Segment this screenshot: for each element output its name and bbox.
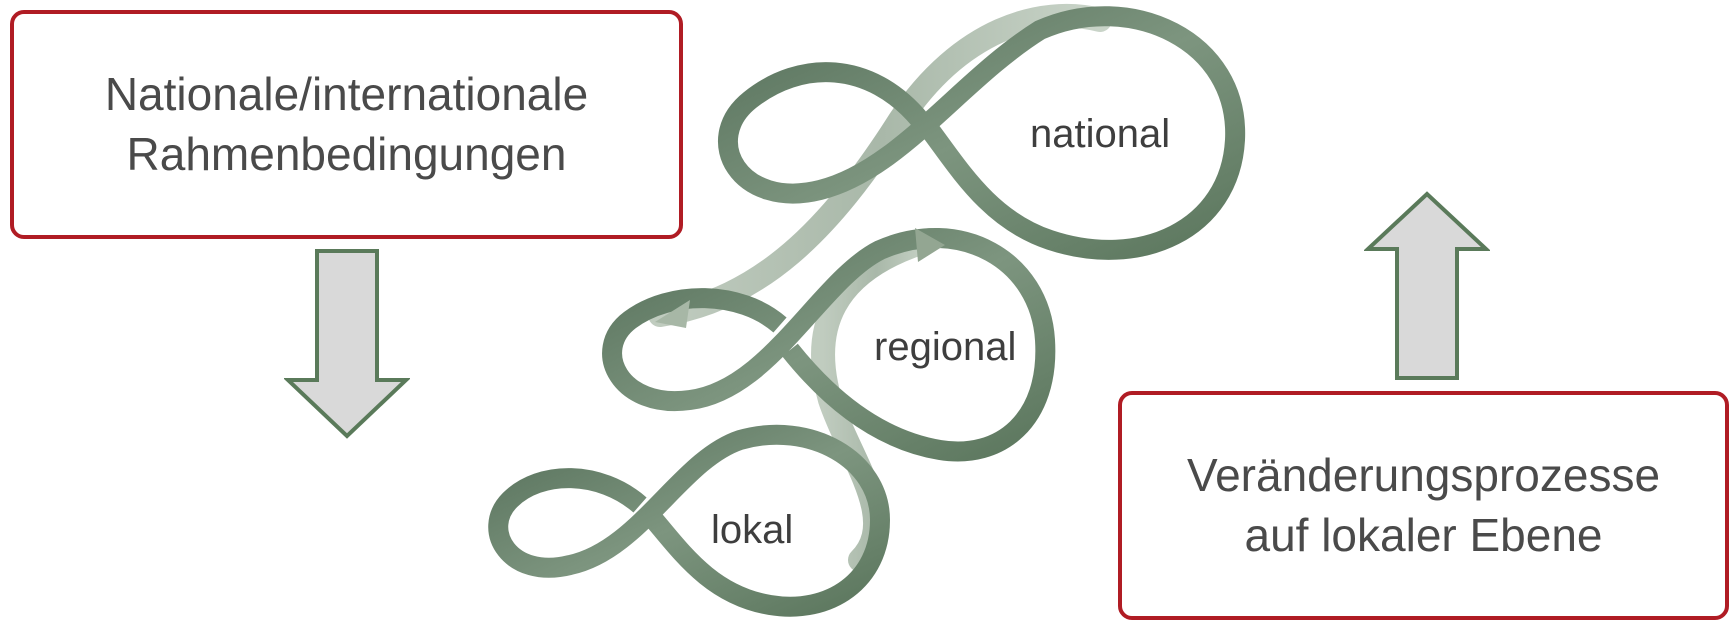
arrow-down-icon — [284, 249, 410, 439]
level-regional-label: regional — [874, 325, 1017, 369]
framework-conditions-line1: Nationale/internationale — [104, 67, 589, 120]
ribbon-loops-graphic — [488, 3, 1246, 617]
level-national-label: national — [1030, 112, 1171, 156]
arrow-up-icon — [1364, 191, 1490, 380]
local-change-line2: auf lokaler Ebene — [1244, 508, 1603, 561]
framework-conditions-line2: Rahmenbedingungen — [126, 127, 567, 180]
local-change-line1: Veränderungsprozesse — [1186, 448, 1661, 501]
level-lokal-label: lokal — [711, 508, 794, 552]
framework-conditions-box: Nationale/internationale Rahmenbedingung… — [10, 10, 683, 239]
local-change-processes-box: Veränderungsprozesse auf lokaler Ebene — [1118, 391, 1729, 620]
